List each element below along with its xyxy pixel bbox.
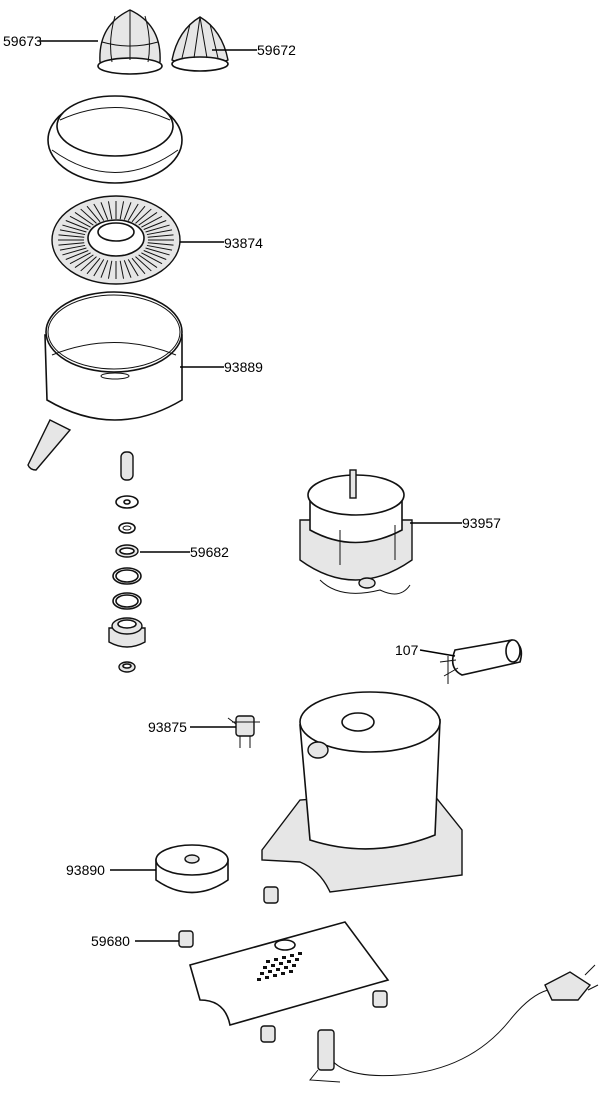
base-housing (261, 691, 463, 893)
strainer-slot (127, 203, 139, 221)
label-93875: 93875 (148, 719, 187, 735)
strainer-slot (86, 257, 101, 275)
strainer-slot (69, 215, 91, 228)
strainer-slot (141, 252, 163, 265)
strainer-slot (138, 212, 158, 226)
rubber-feet (178, 886, 388, 1043)
vent-hole (284, 966, 288, 969)
strainer-slot (62, 224, 87, 233)
strainer-slot (145, 247, 170, 256)
strainer-slot (107, 260, 113, 279)
power-cord (309, 964, 599, 1083)
strainer-slot (59, 229, 86, 236)
capacitor (439, 639, 523, 684)
strainer-slot (69, 252, 91, 265)
vent-hole (266, 960, 270, 963)
switch (227, 715, 260, 748)
strainer-slot (65, 250, 89, 260)
vent-hole (289, 970, 293, 973)
strainer-slot (80, 256, 97, 272)
vent-hole (268, 970, 272, 973)
label-93889: 93889 (224, 359, 263, 375)
vent-hole (290, 954, 294, 957)
vent-hole (276, 968, 280, 971)
small-reamer (171, 16, 229, 72)
strainer-slot (123, 260, 132, 278)
label-93890: 93890 (66, 862, 105, 878)
vent-hole (260, 972, 264, 975)
strainer-slot (74, 212, 94, 226)
strainer-slot (143, 220, 167, 230)
strainer-slot (127, 259, 139, 277)
vent-hole (263, 966, 267, 969)
strainer-slot (147, 234, 174, 238)
seal-stack (108, 451, 146, 673)
label-59680: 59680 (91, 933, 130, 949)
strainer-slot (58, 234, 85, 238)
strainer-slot (135, 208, 152, 224)
label-59672: 59672 (257, 42, 296, 58)
vent-hole (274, 958, 278, 961)
strainer-slot (93, 259, 105, 277)
vent-hole (257, 978, 261, 981)
strainer-slot (100, 202, 109, 220)
label-59682: 59682 (190, 544, 229, 560)
strainer-slot (138, 254, 158, 268)
strainer-slot (107, 201, 113, 220)
strainer-slot (131, 257, 146, 275)
strainer-slot (100, 260, 109, 278)
juice-bowl (27, 291, 183, 471)
strainer-slot (123, 202, 132, 220)
strainer-slot (135, 256, 152, 272)
bottom-plate (189, 921, 390, 1027)
strainer-slot (145, 224, 170, 233)
strainer-slot (62, 247, 87, 256)
strainer-slot (65, 220, 89, 230)
vent-hole (273, 974, 277, 977)
motor (299, 469, 413, 595)
strainer-slot (143, 250, 167, 260)
vent-hole (287, 960, 291, 963)
strainer-slot (146, 229, 173, 236)
vent-hole (298, 952, 302, 955)
strainer-slot (93, 203, 105, 221)
strainer-slot (141, 215, 163, 228)
vent-hole (282, 956, 286, 959)
strainer-slot (119, 260, 125, 279)
large-reamer (97, 9, 163, 75)
strainer-slot (59, 244, 86, 251)
label-93957: 93957 (462, 515, 501, 531)
label-107: 107 (395, 642, 419, 658)
vent-hole (295, 958, 299, 961)
strainer-disc (51, 195, 181, 285)
strainer-slot (80, 208, 97, 224)
strainer-slot (86, 205, 101, 223)
strainer-slot (131, 205, 146, 223)
strainer-slot (146, 244, 173, 251)
label-59673: 59673 (3, 33, 42, 49)
vent-hole (292, 964, 296, 967)
vent-hole (281, 972, 285, 975)
vent-hole (279, 962, 283, 965)
splash-ring (47, 95, 183, 184)
strainer-slot (119, 201, 125, 220)
vent-hole (271, 964, 275, 967)
strainer-slot (147, 242, 174, 246)
strainer-slot (58, 242, 85, 246)
weight-puck (155, 844, 229, 894)
vent-hole (265, 976, 269, 979)
label-93874: 93874 (224, 235, 263, 251)
strainer-slot (74, 254, 94, 268)
